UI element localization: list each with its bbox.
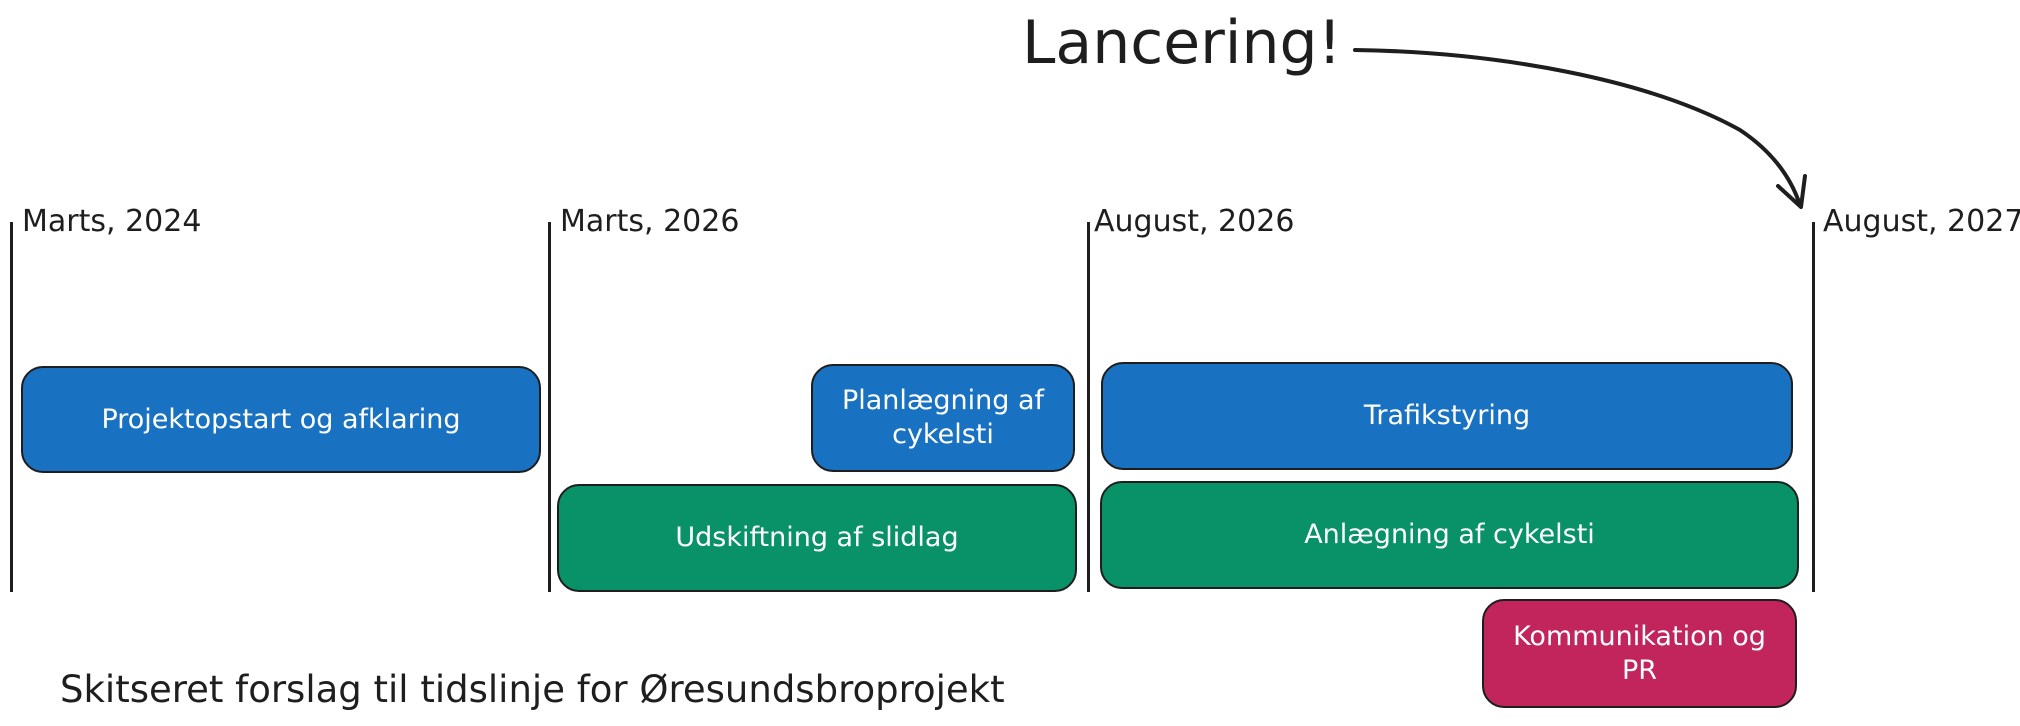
caption: Skitseret forslag til tidslinje for Øres… <box>60 668 1005 711</box>
task-udskiftning-slidlag: Udskiftning af slidlag <box>557 484 1077 592</box>
task-projektopstart: Projektopstart og afklaring <box>21 366 541 473</box>
task-kommunikation-pr: Kommunikation og PR <box>1482 599 1797 708</box>
milestone-label-3: August, 2026 <box>1094 204 1295 239</box>
milestone-line-2 <box>548 222 551 592</box>
launch-title: Lancering! <box>1022 8 1342 78</box>
milestone-line-1 <box>10 222 13 592</box>
task-trafikstyring: Trafikstyring <box>1101 362 1793 470</box>
task-anlaegning-cykelsti: Anlægning af cykelsti <box>1100 481 1799 589</box>
milestone-line-3 <box>1087 222 1090 592</box>
task-planlaegning-cykelsti: Planlægning af cykelsti <box>811 364 1075 472</box>
milestone-line-4 <box>1812 222 1815 592</box>
milestone-label-4: August, 2027 <box>1823 204 2020 239</box>
milestone-label-1: Marts, 2024 <box>22 204 202 239</box>
milestone-label-2: Marts, 2026 <box>560 204 740 239</box>
